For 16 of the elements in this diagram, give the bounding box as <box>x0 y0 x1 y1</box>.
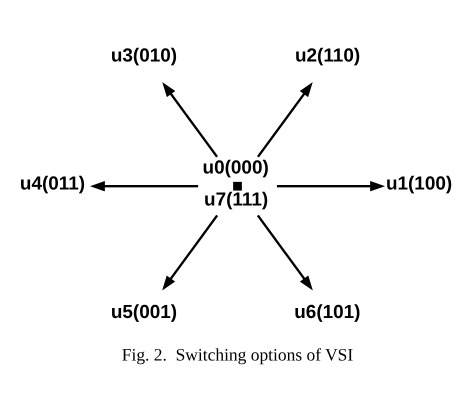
arrow <box>162 214 218 291</box>
node-point <box>232 182 242 191</box>
node-text: u5(001) <box>110 302 177 323</box>
node-text: u4(011) <box>19 174 85 195</box>
arrow <box>162 82 218 158</box>
node-label: u7(111) <box>204 190 268 211</box>
node-text: u1(100) <box>385 174 452 195</box>
caption: Fig. 2. Switching options of VSI <box>121 344 353 364</box>
node-text: u3(010) <box>110 46 177 67</box>
arrow <box>276 181 385 192</box>
arrow <box>256 82 312 158</box>
arrow <box>256 214 312 291</box>
node-text: u6(101) <box>294 302 360 323</box>
node-text: u2(110) <box>294 46 360 67</box>
arrow <box>89 181 198 192</box>
node-label: u0(000) <box>202 158 268 179</box>
